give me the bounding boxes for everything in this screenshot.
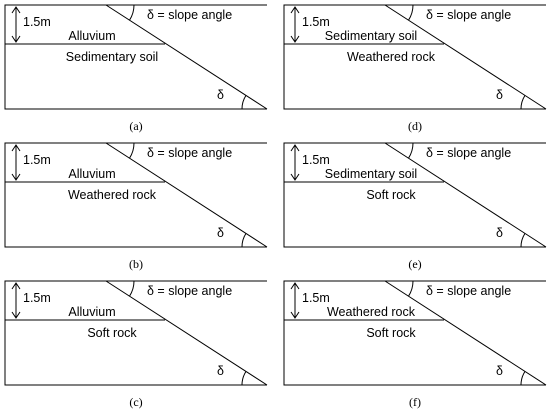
ground-outline — [283, 142, 546, 248]
slope-angle-label: δ = slope angle — [147, 146, 232, 160]
lower-layer-label: Soft rock — [366, 326, 416, 340]
slope-angle-label: δ = slope angle — [426, 284, 511, 298]
crest-angle-arc — [408, 142, 414, 159]
depth-label: 1.5m — [23, 15, 51, 29]
slope-angle-arc — [241, 371, 247, 386]
panel-a: 1.5m δ = slope angle δ AlluviumSedimentary … — [4, 4, 268, 133]
slope-angle-label: δ = slope angle — [147, 284, 232, 298]
slope-angle-label: δ = slope angle — [426, 8, 511, 22]
slope-face — [384, 280, 547, 386]
panel-caption: (e) — [408, 257, 421, 271]
depth-label: 1.5m — [302, 15, 330, 29]
depth-arrow-head-top — [290, 144, 300, 152]
upper-layer-label: Sedimentary soil — [325, 167, 417, 181]
ground-outline — [4, 4, 267, 110]
depth-arrow-head-bottom — [290, 173, 300, 181]
upper-layer-label: Weathered rock — [327, 305, 416, 319]
ground-outline — [4, 142, 267, 248]
upper-layer-label: Alluvium — [68, 29, 115, 43]
panel-caption: (f) — [409, 395, 421, 409]
slope-face — [105, 4, 268, 110]
slope-angle-label: δ = slope angle — [426, 146, 511, 160]
slope-angle-label: δ = slope angle — [147, 8, 232, 22]
lower-layer-label: Weathered rock — [68, 188, 157, 202]
depth-label: 1.5m — [302, 291, 330, 305]
angle-symbol-label: δ — [496, 226, 503, 240]
slope-face — [384, 4, 547, 110]
depth-arrow-head-top — [11, 144, 21, 152]
panel-e: 1.5m δ = slope angle δ Sedimentary soilSoft… — [283, 142, 547, 271]
upper-layer-label: Alluvium — [68, 167, 115, 181]
crest-angle-arc — [129, 142, 135, 159]
upper-layer-label: Sedimentary soil — [325, 29, 417, 43]
slope-face — [105, 142, 268, 248]
angle-symbol-label: δ — [217, 88, 224, 102]
lower-layer-label: Sedimentary soil — [66, 50, 158, 64]
lower-layer-label: Weathered rock — [347, 50, 436, 64]
depth-arrow-head-top — [290, 282, 300, 290]
slope-angle-arc — [520, 233, 526, 248]
panel-caption: (d) — [408, 119, 422, 133]
upper-layer-label: Alluvium — [68, 305, 115, 319]
slope-face — [105, 280, 268, 386]
depth-label: 1.5m — [302, 153, 330, 167]
depth-arrow-head-bottom — [11, 173, 21, 181]
depth-arrow-head-top — [290, 6, 300, 14]
ground-outline — [283, 4, 546, 110]
crest-angle-arc — [408, 4, 414, 21]
ground-outline — [283, 280, 546, 386]
ground-outline — [4, 280, 267, 386]
panel-caption: (b) — [129, 257, 143, 271]
panel-caption: (c) — [129, 395, 142, 409]
angle-symbol-label: δ — [217, 226, 224, 240]
depth-arrow-head-bottom — [290, 35, 300, 43]
depth-arrow-head-top — [11, 282, 21, 290]
crest-angle-arc — [129, 280, 135, 297]
angle-symbol-label: δ — [217, 364, 224, 378]
slope-angle-arc — [520, 95, 526, 110]
slope-angle-arc — [520, 371, 526, 386]
depth-arrow-head-bottom — [11, 35, 21, 43]
angle-symbol-label: δ — [496, 88, 503, 102]
slope-angle-arc — [241, 233, 247, 248]
crest-angle-arc — [408, 280, 414, 297]
slope-angle-arc — [241, 95, 247, 110]
crest-angle-arc — [129, 4, 135, 21]
lower-layer-label: Soft rock — [366, 188, 416, 202]
panel-caption: (a) — [129, 119, 142, 133]
slope-face — [384, 142, 547, 248]
depth-arrow-head-bottom — [11, 311, 21, 319]
depth-label: 1.5m — [23, 291, 51, 305]
panel-d: 1.5m δ = slope angle δ Sedimentary soilWeat… — [283, 4, 547, 133]
lower-layer-label: Soft rock — [87, 326, 137, 340]
depth-arrow-head-top — [11, 6, 21, 14]
depth-label: 1.5m — [23, 153, 51, 167]
depth-arrow-head-bottom — [290, 311, 300, 319]
angle-symbol-label: δ — [496, 364, 503, 378]
